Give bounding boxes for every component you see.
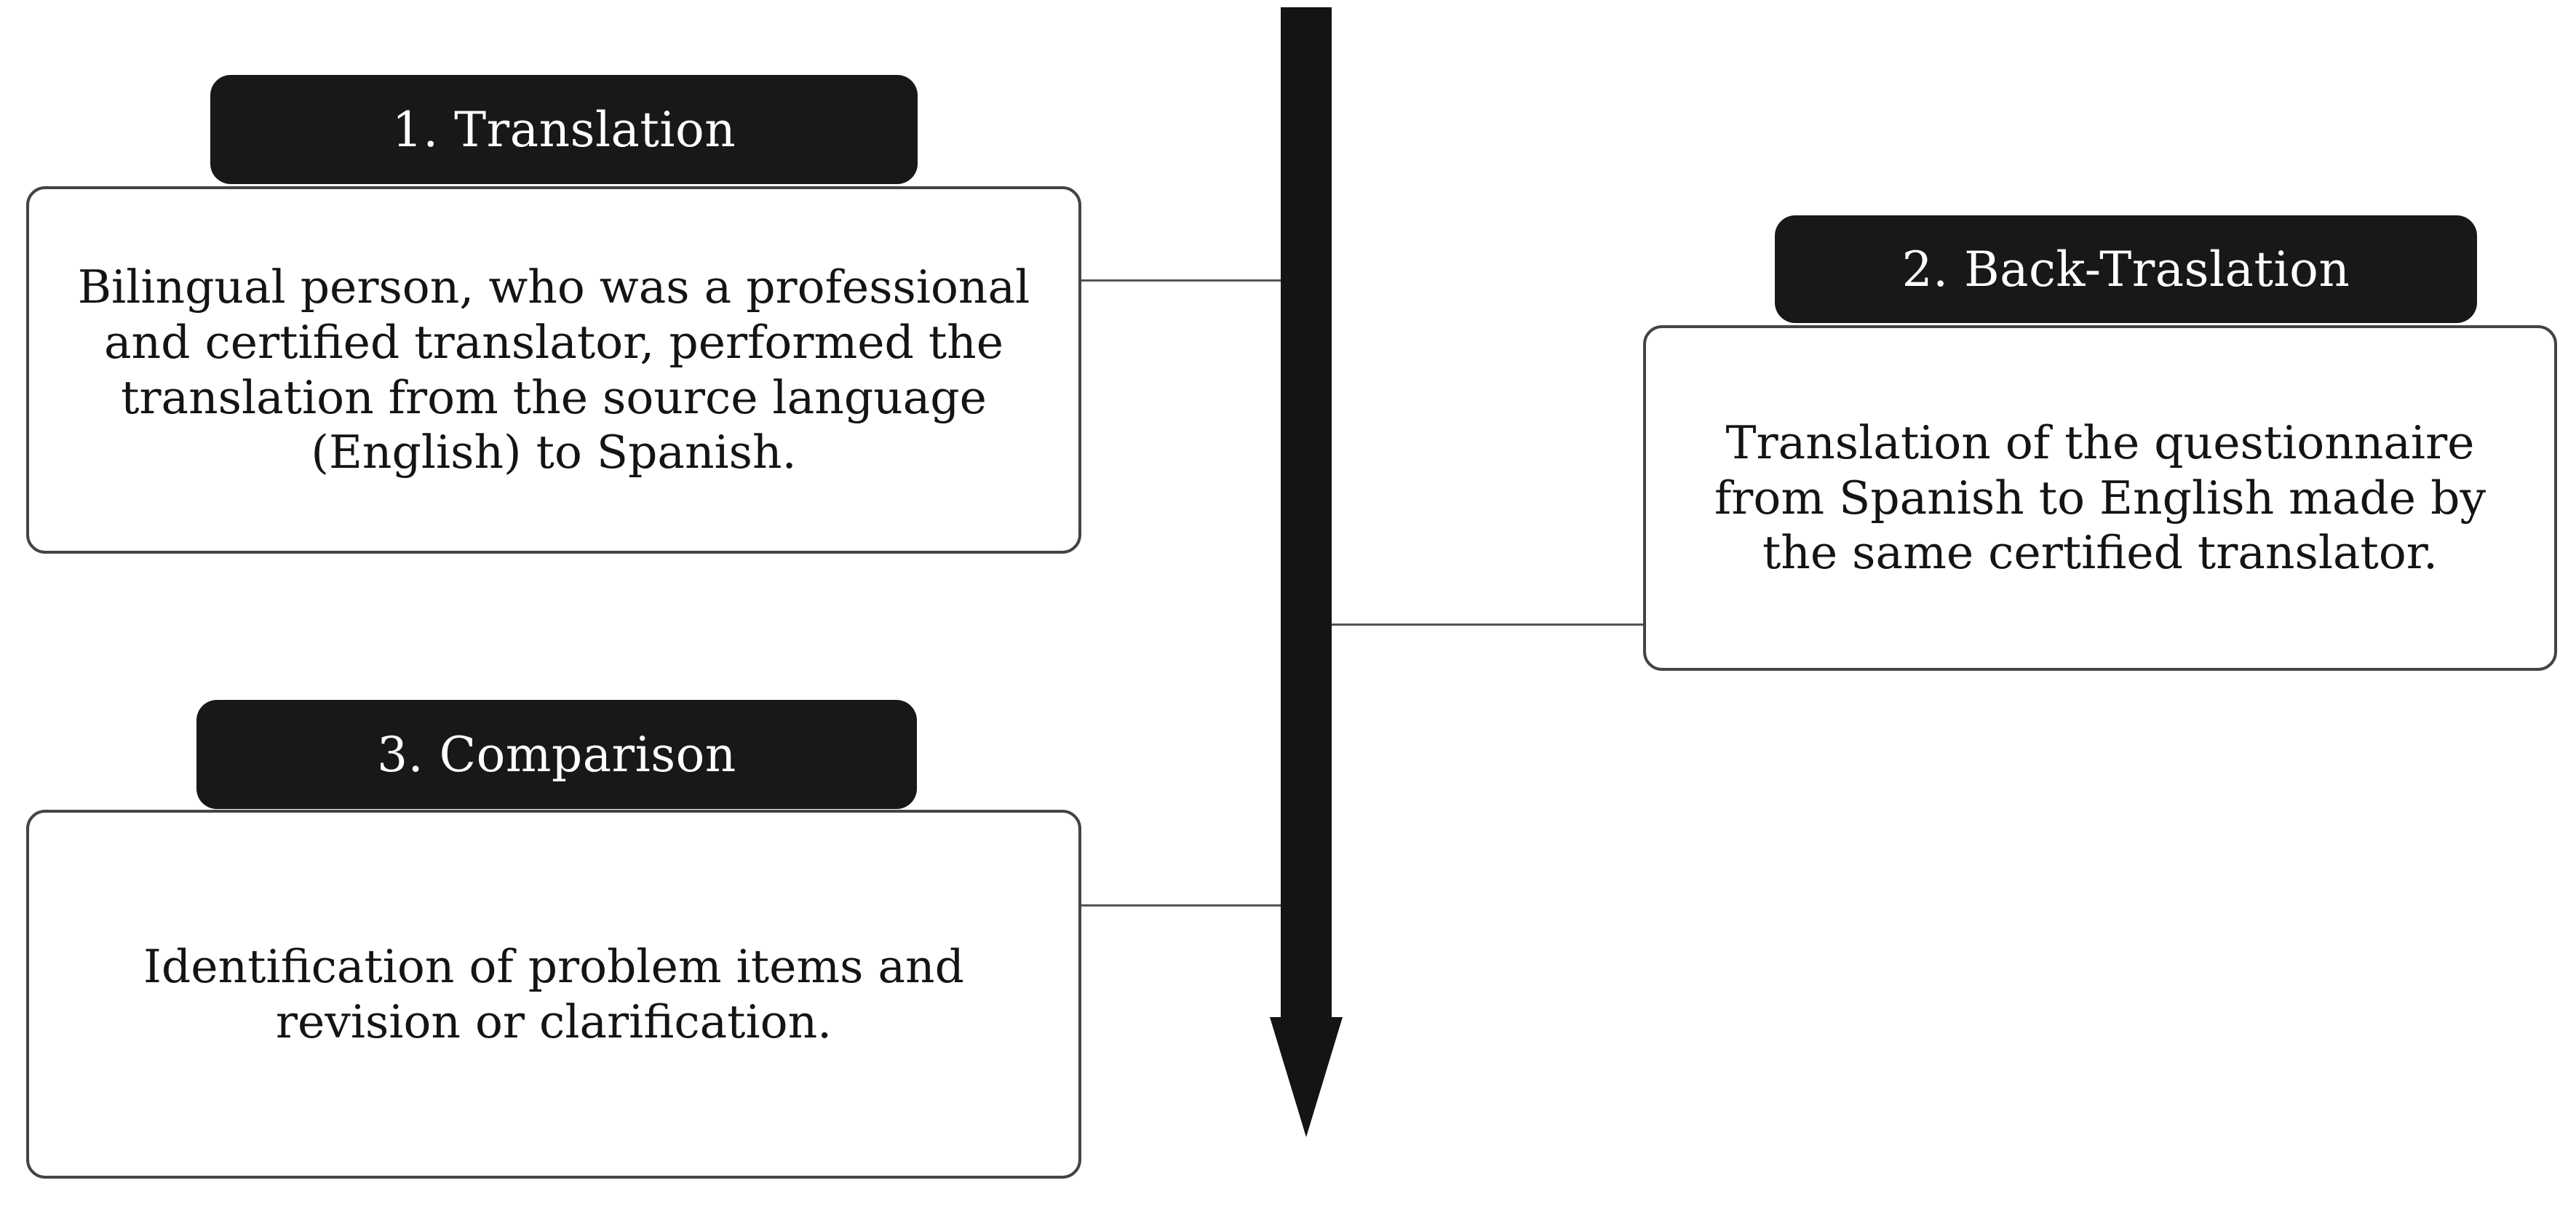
step-2-box: Translation of the questionnaire from Sp…	[1643, 325, 2557, 671]
step-2-text: Translation of the questionnaire from Sp…	[1714, 416, 2486, 580]
step-1-text: Bilingual person, who was a professional…	[77, 260, 1030, 479]
step-1-header: 1. Translation	[210, 75, 918, 184]
step-1-box: Bilingual person, who was a professional…	[26, 186, 1081, 554]
timeline-arrow-head	[1270, 1017, 1343, 1137]
connector-step-1	[1081, 279, 1285, 282]
step-2-header: 2. Back-Traslation	[1775, 215, 2477, 323]
step-3-box: Identification of problem items and revi…	[26, 810, 1081, 1179]
step-3-header: 3. Comparison	[196, 700, 917, 809]
step-3-text: Identification of problem items and revi…	[143, 939, 964, 1048]
step-1-title: 1. Translation	[391, 101, 736, 158]
step-3-title: 3. Comparison	[377, 726, 736, 783]
step-2-title: 2. Back-Traslation	[1901, 241, 2350, 298]
connector-step-3	[1081, 904, 1285, 907]
connector-step-2	[1329, 624, 1645, 626]
timeline-arrow-shaft	[1281, 7, 1332, 1029]
